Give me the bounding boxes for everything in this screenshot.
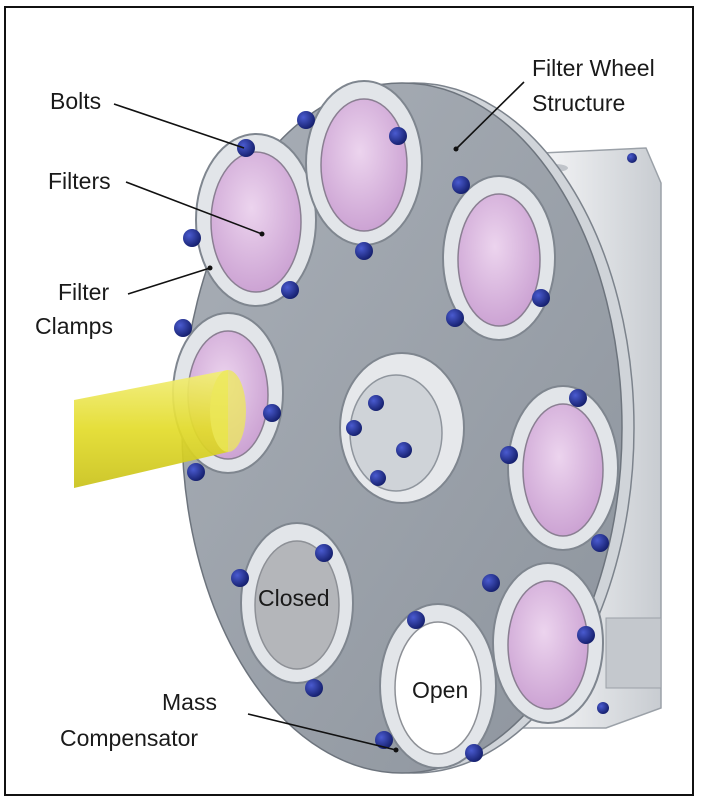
bolt bbox=[500, 446, 518, 464]
filter-wheel-label-line2: Structure bbox=[532, 90, 625, 116]
bolt bbox=[482, 574, 500, 592]
bolt bbox=[346, 420, 362, 436]
filter-clamps-label-line1: Filter bbox=[58, 279, 109, 305]
bolts-leader bbox=[113, 103, 245, 149]
bolt bbox=[446, 309, 464, 327]
filter-glass bbox=[522, 403, 604, 537]
mass-compensator-label-line2: Compensator bbox=[60, 725, 198, 751]
bolt bbox=[370, 470, 386, 486]
filter-glass bbox=[507, 580, 589, 710]
bolt bbox=[465, 744, 483, 762]
bolt bbox=[305, 679, 323, 697]
bolt bbox=[368, 395, 384, 411]
filter-clamp bbox=[442, 175, 556, 341]
filter-wheel-label-line1: Filter Wheel bbox=[532, 55, 655, 81]
bolt bbox=[231, 569, 249, 587]
filters-leader bbox=[125, 181, 263, 235]
filter-glass bbox=[320, 98, 408, 232]
filter-clamp bbox=[507, 385, 619, 551]
open-label: Open bbox=[412, 677, 468, 703]
bolt bbox=[183, 229, 201, 247]
mass-compensator-leader bbox=[247, 713, 397, 751]
filter-wheel-leader bbox=[455, 81, 525, 150]
filter-clamp bbox=[195, 133, 317, 307]
bolt bbox=[281, 281, 299, 299]
bolt bbox=[355, 242, 373, 260]
bolt bbox=[187, 463, 205, 481]
figure-frame: Bolts Filters Filter Clamps Filter Wheel… bbox=[4, 6, 694, 796]
bolt bbox=[569, 389, 587, 407]
leader-lines bbox=[113, 81, 525, 751]
closed-position bbox=[240, 522, 354, 684]
bolt bbox=[407, 611, 425, 629]
bolt bbox=[591, 534, 609, 552]
filter-wheel-diagram: Bolts Filters Filter Clamps Filter Wheel… bbox=[35, 55, 662, 774]
light-beam bbox=[74, 370, 246, 488]
bolt bbox=[174, 319, 192, 337]
bolt bbox=[532, 289, 550, 307]
filter-glass bbox=[210, 151, 302, 293]
bolt bbox=[263, 404, 281, 422]
filters-label: Filters bbox=[48, 168, 111, 194]
filter-glass bbox=[457, 193, 541, 327]
filter-clamps-label-line2: Clamps bbox=[35, 313, 113, 339]
bolt bbox=[577, 626, 595, 644]
filter-clamp bbox=[305, 80, 423, 246]
mass-compensator-label-line1: Mass bbox=[162, 689, 217, 715]
bolt bbox=[237, 139, 255, 157]
bolt bbox=[315, 544, 333, 562]
closed-label: Closed bbox=[258, 585, 330, 611]
bolts-label: Bolts bbox=[50, 88, 101, 114]
filter-clamp bbox=[492, 562, 604, 724]
filter-clamps-leader bbox=[127, 267, 211, 295]
bolt bbox=[452, 176, 470, 194]
bolt bbox=[297, 111, 315, 129]
bolt bbox=[389, 127, 407, 145]
bolt bbox=[375, 731, 393, 749]
bolt bbox=[396, 442, 412, 458]
bolts-group bbox=[174, 111, 609, 762]
open-position bbox=[379, 603, 497, 769]
